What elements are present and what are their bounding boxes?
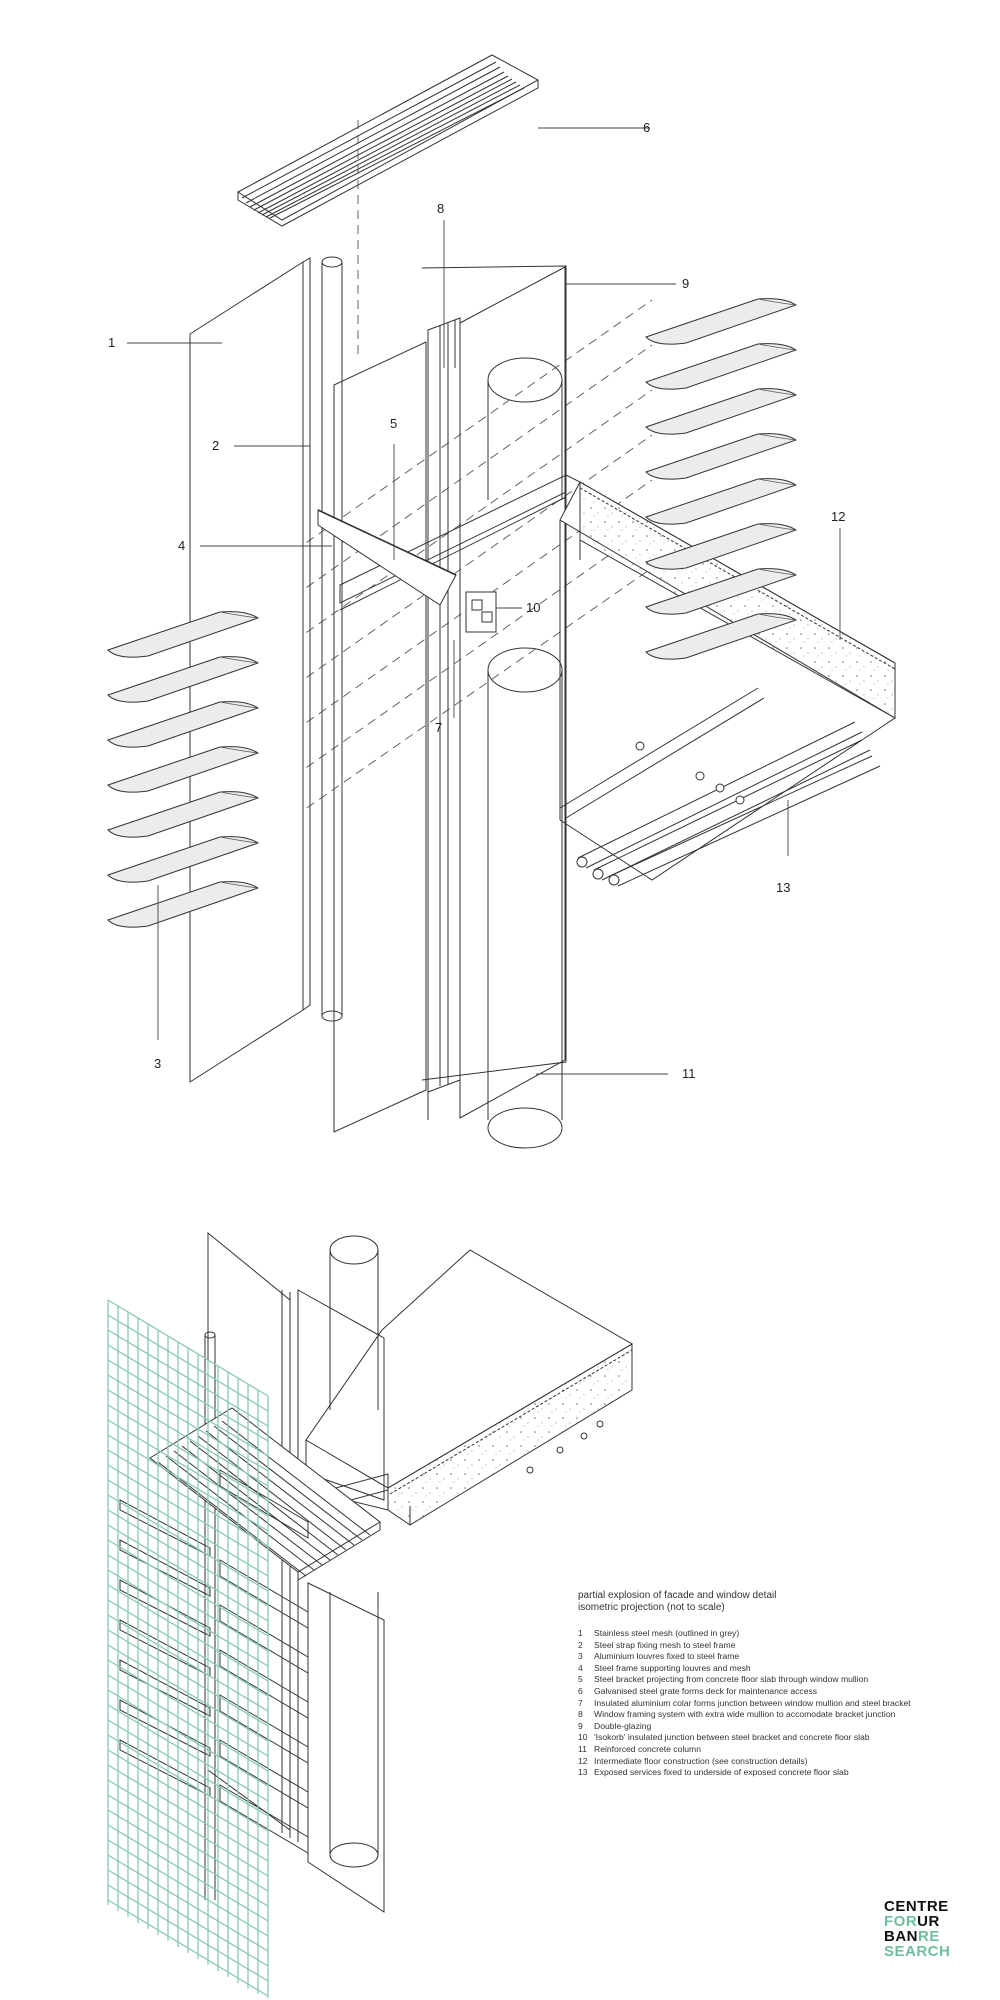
assembled-floor-slab: [305, 1249, 633, 1526]
stainless-steel-mesh: [107, 1299, 269, 1998]
assembled-column: [329, 1235, 379, 1868]
callout-9: 9: [682, 276, 689, 291]
legend: partial explosion of facade and window d…: [578, 1590, 978, 1779]
callout-7: 7: [435, 720, 442, 735]
callout-6: 6: [643, 120, 650, 135]
callout-13: 13: [776, 880, 790, 895]
exploded-view: [107, 54, 896, 1149]
callout-5: 5: [390, 416, 397, 431]
callout-2: 2: [212, 438, 219, 453]
legend-item: 10'Isokorb' insulated junction between s…: [578, 1732, 870, 1743]
service-pipes: [559, 687, 881, 887]
steel-grate: [237, 54, 540, 227]
legend-title: partial explosion of facade and window d…: [578, 1590, 777, 1601]
callout-4: 4: [178, 538, 185, 553]
callout-12: 12: [831, 509, 845, 524]
concrete-column: [487, 357, 563, 1149]
floor-slab: [559, 481, 896, 881]
callout-10: 10: [526, 600, 540, 615]
callout-11: 11: [682, 1066, 696, 1081]
legend-subtitle: isometric projection (not to scale): [578, 1602, 725, 1613]
callout-1: 1: [108, 335, 115, 350]
leader-lines: [127, 127, 841, 1075]
steel-frame-tube: [321, 256, 343, 1022]
assembled-view: [107, 1231, 633, 1998]
callout-8: 8: [437, 201, 444, 216]
steel-bracket: [317, 509, 497, 633]
callout-labels: 1 2 3 4 5 6 7 8 9 10 11 12 13: [108, 120, 845, 1081]
callout-3: 3: [154, 1056, 161, 1071]
steel-strap: [302, 257, 311, 1011]
double-glazing: [333, 265, 567, 1133]
centre-for-urban-research-logo: CENTRE FORUR BANRE SEARCH: [884, 1898, 951, 1960]
window-mullion: [427, 317, 461, 1093]
